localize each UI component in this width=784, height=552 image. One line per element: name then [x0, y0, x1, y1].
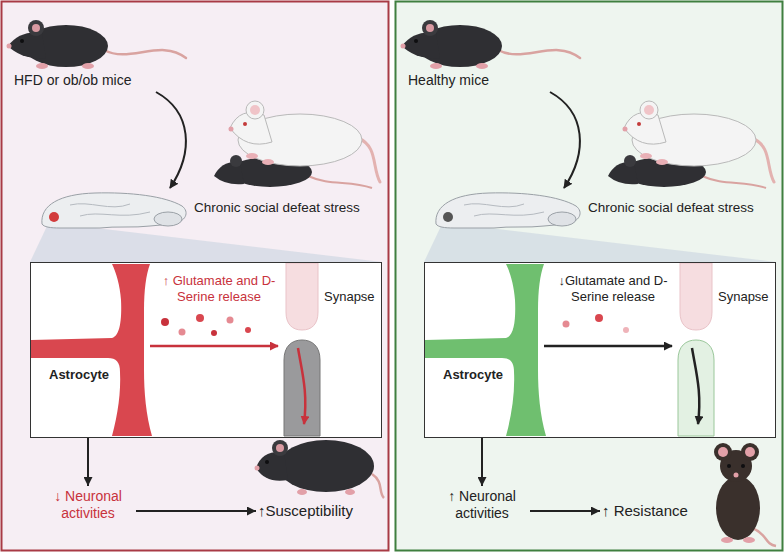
social-defeat-icon — [214, 101, 380, 188]
flow-arrow — [481, 438, 483, 486]
mouse-tail — [372, 474, 384, 498]
social-defeat-icon — [608, 101, 774, 188]
mouse-ear — [276, 444, 284, 452]
signal-arrow — [692, 348, 699, 424]
group-label: HFD or ob/ob mice — [14, 72, 131, 89]
flow-arrow — [530, 510, 600, 512]
release-arrow — [544, 345, 672, 348]
transmitter-dot — [623, 327, 629, 333]
presynaptic-terminal — [286, 263, 318, 330]
inset-ground — [424, 262, 776, 438]
mouse-head — [256, 452, 288, 481]
flow-arrow — [87, 438, 89, 486]
mouse-ear — [741, 443, 759, 461]
mouse-ear — [714, 443, 732, 461]
mouse-foot — [345, 489, 355, 495]
mouse-foot — [297, 489, 307, 495]
outcome-text: ↓ Neuronal activities — [40, 486, 136, 524]
transmitter-dot — [595, 314, 603, 322]
node-text: ↑Susceptibility — [258, 502, 353, 520]
node-text: ↓ Neuronal activities — [42, 488, 134, 522]
signal-arrow — [298, 348, 305, 424]
obese-mouse — [278, 440, 374, 492]
mouse-tail — [752, 528, 776, 546]
brain-region — [443, 212, 453, 222]
transmitter-dot — [179, 329, 186, 336]
astrocyte — [425, 264, 546, 436]
transmitter-dot — [211, 330, 217, 336]
mouse-eye — [741, 464, 745, 468]
healthy-scene — [401, 20, 777, 438]
brain-region — [49, 212, 59, 222]
synapse-label: Synapse — [324, 289, 375, 305]
mouse-foot — [721, 537, 733, 543]
synapse-inset: ↓Glutamate and D-Serine releaseSynapseAs… — [424, 262, 776, 438]
postsynaptic-terminal — [678, 340, 714, 436]
postsynaptic-terminal — [284, 340, 320, 436]
zoom-funnel — [424, 224, 776, 262]
stress-label: Chronic social defeat stress — [194, 200, 360, 216]
resilient-mouse — [716, 476, 760, 540]
curved-arrow — [156, 92, 186, 188]
mouse-foot — [743, 537, 755, 543]
astrocyte-label: Astrocyte — [443, 367, 503, 383]
mouse-nose — [734, 473, 739, 478]
phenotype-label: ↑Susceptibility — [256, 500, 355, 522]
mouse-ear — [272, 440, 288, 456]
node-text: ↑ Neuronal activities — [436, 488, 528, 522]
astrocyte-label: Astrocyte — [49, 367, 109, 383]
transmitter-dot — [563, 321, 570, 328]
inset-ground — [30, 262, 382, 438]
phenotype-label: ↑ Resistance — [600, 500, 690, 522]
brain-icon — [436, 193, 580, 228]
outcome-text: ↑ Neuronal activities — [434, 486, 530, 524]
synapse-inset: ↑ Glutamate and D-Serine releaseSynapseA… — [30, 262, 382, 438]
mouse-nose — [255, 466, 260, 471]
zoom-funnel — [30, 224, 382, 262]
transmitter-dot — [196, 314, 204, 322]
release-arrow — [150, 345, 278, 348]
panel — [396, 2, 783, 551]
group-label: Healthy mice — [408, 72, 489, 89]
flow-arrow — [136, 510, 256, 512]
presynaptic-terminal — [680, 263, 712, 330]
transmitter-dot — [161, 318, 169, 326]
brain-icon — [42, 193, 186, 228]
mouse-ear — [745, 447, 755, 457]
mouse-eye — [265, 460, 269, 464]
stress-label: Chronic social defeat stress — [588, 200, 754, 216]
release-text: ↓Glutamate and D-Serine release — [551, 273, 675, 304]
curved-arrow — [550, 92, 580, 188]
panel — [2, 2, 389, 551]
mouse-icon — [401, 20, 581, 69]
synapse-label: Synapse — [718, 289, 769, 305]
mouse-eye — [727, 464, 731, 468]
transmitter-dot — [245, 327, 251, 333]
mouse-icon — [7, 20, 187, 69]
astrocyte — [31, 264, 152, 436]
transmitter-dot — [227, 317, 234, 324]
node-text: ↑ Resistance — [602, 502, 688, 520]
mouse-ear — [718, 447, 728, 457]
release-text: ↑ Glutamate and D-Serine release — [157, 273, 281, 304]
